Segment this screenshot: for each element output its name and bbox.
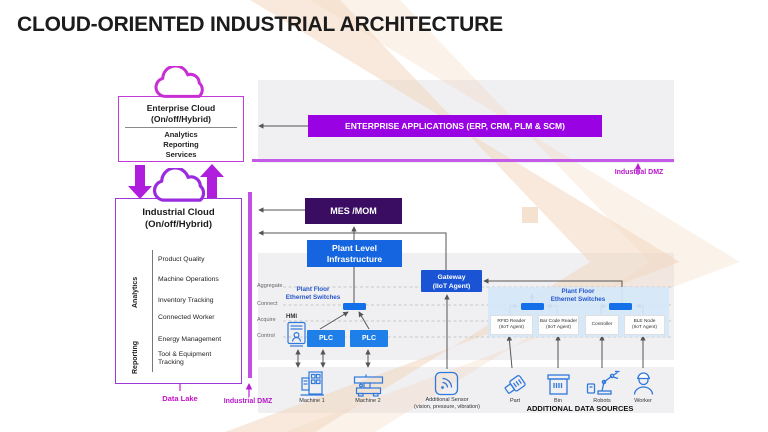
controller-box: Controller <box>585 315 619 335</box>
ethernet-switch-b <box>609 303 632 310</box>
additional-data-sources-label: ADDITIONAL DATA SOURCES <box>526 404 634 413</box>
item-tool-equipment-tracking: Tool & Equipment Tracking <box>158 351 212 366</box>
industrial-cloud-box: Industrial Cloud (On/off/Hybrid) <box>115 198 242 384</box>
enterprise-cloud-box: Enterprise Cloud (On/off/Hybrid) Analyti… <box>118 96 244 162</box>
analytics-group-label: Analytics <box>132 276 139 308</box>
machine2-label: Machine 2 <box>355 398 381 404</box>
plant-floor-right-line2: Ethernet Switches <box>550 295 606 303</box>
gateway-line2: (IIoT Agent) <box>432 283 471 290</box>
industrial-dmz-top-label: Industrial DMZ <box>614 169 664 176</box>
ethernet-switch-left <box>343 303 366 310</box>
item-energy-management: Energy Management <box>158 336 222 343</box>
plant-level-line2: Infrastructure <box>326 254 383 264</box>
plant-level-line1: Plant Level <box>332 243 377 253</box>
industrial-cloud-group-divider <box>152 250 153 372</box>
level-label-acquire: Acquire <box>257 317 276 323</box>
item-inventory-tracking: Inventory Tracking <box>158 297 214 304</box>
enterprise-item-services: Services <box>165 150 197 159</box>
enterprise-cloud-divider <box>125 127 237 128</box>
enterprise-item-reporting: Reporting <box>163 140 199 149</box>
enterprise-cloud-title-line2: (On/off/Hybrid) <box>151 113 211 124</box>
plant-floor-left-title: Plant Floor Ethernet Switches <box>278 286 348 301</box>
machine1-label: Machine 1 <box>299 398 325 404</box>
industrial-cloud-title-line1: Industrial Cloud <box>142 207 215 218</box>
reporting-group-label: Reporting <box>132 340 139 374</box>
enterprise-cloud-items: Analytics Reporting Services <box>119 130 243 160</box>
plc-box-1: PLC <box>307 330 345 347</box>
industrial-dmz-horizontal-line <box>252 159 674 162</box>
sensor-label-line2: (vision, pressure, vibration) <box>413 403 481 410</box>
robots-icon <box>585 370 621 401</box>
page-title: CLOUD-ORIENTED INDUSTRIAL ARCHITECTURE <box>17 13 503 36</box>
barcode-line2: (IIoT Agent) <box>546 325 571 330</box>
enterprise-cloud-title: Enterprise Cloud (On/off/Hybrid) <box>119 103 243 124</box>
industrial-cloud-title-line2: (On/off/Hybrid) <box>144 219 212 230</box>
enterprise-applications-bar: ENTERPRISE APPLICATIONS (ERP, CRM, PLM &… <box>308 115 602 137</box>
plant-level-infrastructure-box: Plant Level Infrastructure <box>307 240 402 267</box>
ethernet-switch-a <box>521 303 544 310</box>
enterprise-cloud-icon <box>150 64 212 105</box>
plant-floor-right-line1: Plant Floor <box>561 288 595 295</box>
hmi-icon <box>286 321 307 353</box>
plant-floor-right-title: Plant Floor Ethernet Switches <box>508 288 648 303</box>
industrial-cloud-title: Industrial Cloud (On/off/Hybrid) <box>116 207 241 231</box>
gateway-box: Gateway (IIoT Agent) <box>421 270 482 292</box>
level-label-connect: Connect <box>257 301 278 307</box>
rfid-reader-box: RFID Reader (IIoT Agent) <box>490 315 533 335</box>
ble-node-box: BLE Node (IIoT Agent) <box>624 315 665 335</box>
gateway-line1: Gateway <box>437 273 466 281</box>
plant-floor-left-line1: Plant Floor <box>296 286 330 293</box>
data-lake-label: Data Lake <box>162 394 198 403</box>
arrow-part-to-rfid <box>506 335 513 369</box>
barcode-reader-box: Bar Code Reader (IIoT Agent) <box>538 315 579 335</box>
enterprise-cloud-title-line1: Enterprise Cloud <box>146 103 216 113</box>
cloud-down-arrow <box>128 165 152 199</box>
plant-floor-left-line2: Ethernet Switches <box>285 293 341 301</box>
additional-sensor-label: Additional Sensor (vision, pressure, vib… <box>408 397 486 410</box>
level-label-control: Control <box>257 333 275 339</box>
ble-line2: (IIoT Agent) <box>632 325 657 330</box>
mes-mom-box: MES /MOM <box>305 198 402 224</box>
plc-box-2: PLC <box>350 330 388 347</box>
industrial-cloud-icon <box>148 166 214 209</box>
hmi-label: HMI <box>286 314 297 320</box>
cloud-up-arrow <box>200 164 224 198</box>
enterprise-item-analytics: Analytics <box>164 130 198 139</box>
industrial-dmz-bottom-label: Industrial DMZ <box>223 398 273 405</box>
industrial-dmz-vertical-line <box>248 192 252 378</box>
watermark-square <box>522 207 538 223</box>
item-product-quality: Product Quality <box>158 256 205 263</box>
worker-icon <box>632 371 655 401</box>
item-machine-operations: Machine Operations <box>158 276 219 283</box>
controller-line1: Controller <box>591 321 613 327</box>
item-connected-worker: Connected Worker <box>158 314 215 321</box>
rfid-line2: (IIoT Agent) <box>499 325 524 330</box>
